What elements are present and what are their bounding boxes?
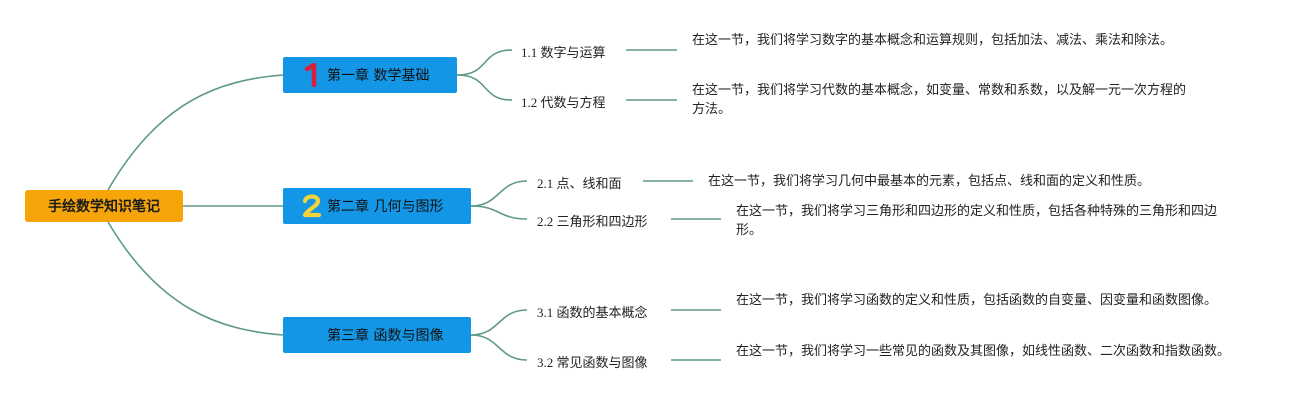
number-two-icon [301, 194, 325, 218]
link-ch2-s2 [470, 205, 528, 220]
chapter-label-1: 第一章 数学基础 [327, 68, 430, 84]
chapter-label-3: 第三章 函数与图像 [327, 328, 444, 344]
link-ch1-s2 [456, 74, 513, 101]
section-3-1[interactable]: 3.1 函数的基本概念 [537, 305, 648, 320]
chapter-node-3[interactable]: 第三章 函数与图像 [283, 317, 471, 353]
link-ch2-s1 [470, 180, 528, 207]
link-ch1-s1 [456, 49, 513, 76]
section-1-2-description: 在这一节，我们将学习代数的基本概念，如变量、常数和系数，以及解一元一次方程的方法… [692, 83, 1187, 117]
section-1-1-description: 在这一节，我们将学习数字的基本概念和运算规则，包括加法、减法、乘法和除法。 [692, 33, 1174, 48]
section-3-2-description: 在这一节，我们将学习一些常见的函数及其图像，如线性函数、二次函数和指数函数。 [736, 344, 1231, 359]
root-label: 手绘数学知识笔记 [48, 199, 160, 215]
root-node[interactable]: 手绘数学知识笔记 [25, 190, 183, 222]
chapter-node-1[interactable]: 第一章 数学基础 [283, 57, 457, 93]
section-2-1[interactable]: 2.1 点、线和面 [537, 176, 622, 191]
link-ch3-s1 [470, 309, 528, 336]
section-3-1-description: 在这一节，我们将学习函数的定义和性质，包括函数的自变量、因变量和函数图像。 [736, 293, 1218, 308]
chapter-label-2: 第二章 几何与图形 [327, 199, 444, 215]
section-1-1[interactable]: 1.1 数字与运算 [521, 45, 606, 60]
chapter-node-2[interactable]: 第二章 几何与图形 [283, 188, 471, 224]
section-2-1-description: 在这一节，我们将学习几何中最基本的元素，包括点、线和面的定义和性质。 [708, 174, 1151, 189]
link-root-ch1 [107, 74, 284, 191]
section-2-2-description: 在这一节，我们将学习三角形和四边形的定义和性质，包括各种特殊的三角形和四边形。 [736, 204, 1218, 238]
link-root-ch3 [107, 221, 284, 336]
section-2-2[interactable]: 2.2 三角形和四边形 [537, 214, 648, 229]
link-ch3-s2 [470, 334, 528, 361]
section-3-2[interactable]: 3.2 常见函数与图像 [537, 355, 648, 370]
section-1-2[interactable]: 1.2 代数与方程 [521, 95, 606, 110]
number-one-icon [301, 63, 325, 87]
